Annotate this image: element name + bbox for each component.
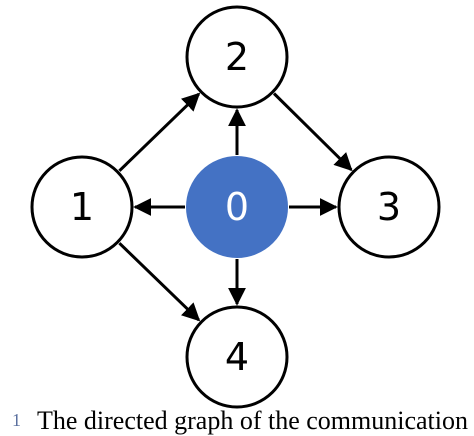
edge-2-to-3 — [272, 92, 353, 172]
edges-layer — [118, 92, 353, 322]
node-2-label: 2 — [225, 35, 249, 79]
node-1-label: 1 — [70, 185, 94, 229]
caption-text: The directed graph of the communication … — [37, 406, 474, 435]
node-4-circle — [185, 305, 289, 409]
node-0-label: 0 — [225, 185, 249, 229]
nodes-layer: 0 1 2 3 4 — [30, 5, 441, 409]
node-3-circle — [337, 155, 441, 259]
node-3: 3 — [337, 155, 441, 259]
node-0: 0 — [186, 156, 288, 258]
node-4-label: 4 — [225, 335, 249, 379]
edge-1-to-2 — [118, 92, 201, 172]
node-2-circle — [185, 5, 289, 109]
figure-number: 1 — [12, 410, 21, 430]
node-0-circle — [186, 156, 288, 258]
node-2: 2 — [185, 5, 289, 109]
node-1-circle — [30, 155, 134, 259]
figure-caption: 1 The directed graph of the communication… — [12, 406, 474, 436]
directed-graph-diagram: 0 1 2 3 4 — [30, 5, 441, 409]
edge-1-to-4 — [118, 242, 201, 322]
node-1: 1 — [30, 155, 134, 259]
node-4: 4 — [185, 305, 289, 409]
node-3-label: 3 — [377, 185, 401, 229]
